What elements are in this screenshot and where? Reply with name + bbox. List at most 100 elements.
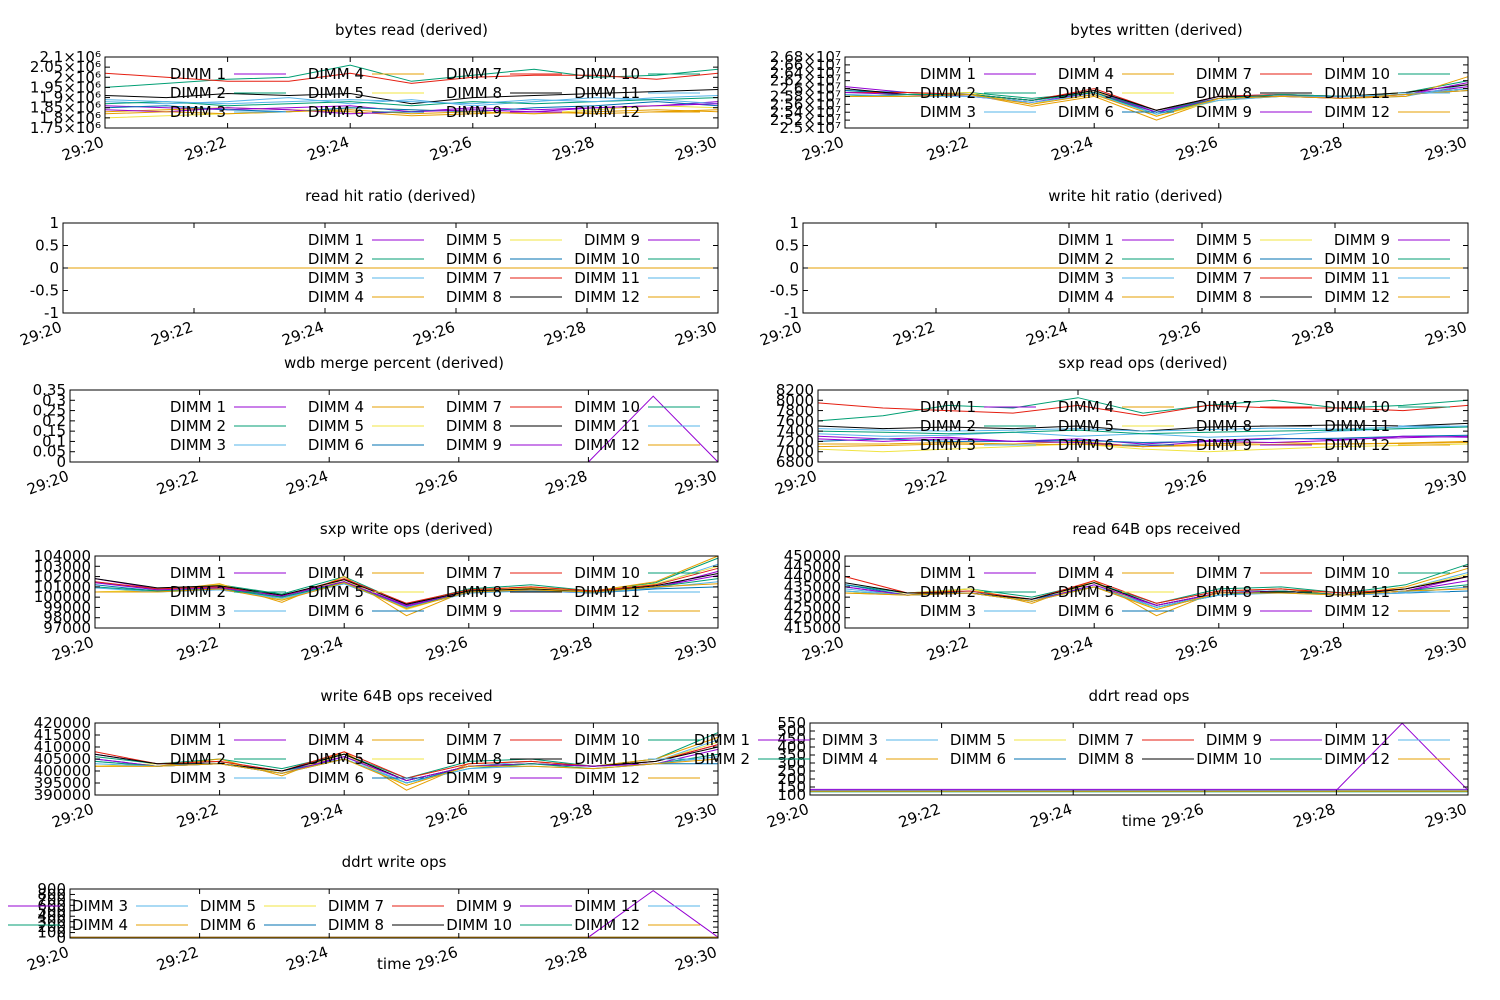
legend-label: DIMM 3 [170,436,226,454]
x-tick-label: 29:28 [542,318,589,350]
x-tick-label: 29:28 [1291,800,1338,832]
legend-label: DIMM 2 [1058,250,1114,268]
legend-label: DIMM 8 [1196,583,1252,601]
y-tick-label: 2.58×10⁷ [770,87,841,105]
x-tick-label: 29:22 [924,133,971,165]
series-line-dimm-7 [817,402,1469,417]
x-tick-label: 29:24 [299,800,346,832]
legend-label: DIMM 4 [308,65,364,83]
x-tick-label: 29:28 [1298,133,1345,165]
y-tick-label: 0 [56,929,66,947]
y-tick-label: 445000 [784,557,841,575]
legend-label: DIMM 4 [1058,564,1114,582]
chart-panel-3: read hit ratio (derived)-1-0.500.5129:20… [18,187,720,350]
y-tick-label: 300 [37,913,66,931]
x-tick-label: 29:30 [673,633,720,665]
series-line-dimm-7 [104,72,719,84]
plot-frame [104,56,719,129]
plot-frame [69,888,719,939]
y-tick-label: 900 [37,880,66,898]
y-tick-label: 395000 [34,774,91,792]
x-tick-label: 29:30 [673,318,720,350]
legend-label: DIMM 4 [308,288,364,306]
legend-label: DIMM 11 [1324,269,1390,287]
x-tick-label: 29:30 [673,800,720,832]
legend-label: DIMM 11 [1324,84,1390,102]
y-tick-label: 2.52×10⁷ [770,111,841,129]
x-tick-label: 29:22 [896,800,943,832]
y-tick-label: 0.3 [42,391,66,409]
x-tick-label: 29:30 [673,467,720,499]
y-tick-label: 100 [777,786,806,804]
y-tick-label: -1 [44,304,59,322]
x-tick-label: 29:26 [1163,467,1210,499]
legend-label: DIMM 7 [446,731,502,749]
x-tick-label: 29:20 [50,633,97,665]
x-tick-label: 29:30 [1423,318,1470,350]
legend-label: DIMM 6 [1196,250,1252,268]
legend-label: DIMM 1 [170,731,226,749]
chart-panel-6: sxp read ops (derived)680070007200740076… [773,354,1470,499]
y-tick-label: 99000 [43,598,91,616]
series-line-dimm-10 [817,426,1469,435]
legend-label: DIMM 9 [1334,231,1390,249]
legend-label: DIMM 2 [920,417,976,435]
legend-label: DIMM 5 [308,84,364,102]
legend-label: DIMM 3 [920,436,976,454]
legend-label: DIMM 3 [920,602,976,620]
legend-label: DIMM 12 [574,769,640,787]
y-tick-label: 1 [789,214,799,232]
legend-label: DIMM 1 [170,564,226,582]
x-tick-label: 29:24 [280,318,327,350]
y-tick-label: 7000 [776,443,814,461]
y-tick-label: 0 [56,453,66,471]
y-tick-label: 102000 [34,568,91,586]
y-tick-label: 2.05×10⁶ [30,58,101,76]
y-tick-label: 8200 [776,381,814,399]
x-tick-label: 29:24 [1049,633,1096,665]
x-tick-label: 29:22 [891,318,938,350]
y-tick-label: 600 [37,896,66,914]
x-tick-label: 29:20 [25,943,72,975]
x-tick-label: 29:20 [25,467,72,499]
legend-label: DIMM 9 [1206,731,1262,749]
legend-label: DIMM 10 [574,731,640,749]
chart-panel-4: write hit ratio (derived)-1-0.500.5129:2… [758,187,1470,350]
legend-label: DIMM 5 [1058,84,1114,102]
legend-label: DIMM 2 [170,417,226,435]
legend-label: DIMM 5 [1196,231,1252,249]
legend-label: DIMM 8 [1078,750,1134,768]
plot-frame [817,389,1469,463]
x-tick-label: 29:30 [1423,633,1470,665]
legend-label: DIMM 8 [446,583,502,601]
y-tick-label: 150 [777,778,806,796]
series-line-dimm-12 [95,582,719,610]
legend-label: DIMM 7 [1196,65,1252,83]
x-tick-label: 29:26 [1159,800,1206,832]
y-tick-label: 0.05 [33,443,66,461]
legend-label: DIMM 5 [308,750,364,768]
x-tick-label: 29:26 [423,800,470,832]
legend-label: DIMM 8 [446,288,502,306]
chart-panel-11: ddrt write ops01002003004005006007008009… [8,853,719,975]
y-tick-label: 1.8×10⁶ [39,109,101,127]
series-line-dimm-5 [817,443,1469,453]
y-tick-label: 1 [49,214,59,232]
series-line-dimm-6 [104,101,719,113]
y-tick-label: 2.56×10⁷ [770,95,841,113]
legend-label: DIMM 5 [308,417,364,435]
legend-label: DIMM 4 [72,916,128,934]
legend-label: DIMM 3 [170,103,226,121]
legend-label: DIMM 4 [1058,288,1114,306]
chart-title: sxp read ops (derived) [1058,354,1227,372]
plot-frame [94,555,719,629]
legend-label: DIMM 7 [1196,398,1252,416]
y-tick-label: 0.1 [42,432,66,450]
y-tick-label: 2.62×10⁷ [770,72,841,90]
legend-label: DIMM 8 [328,916,384,934]
series-line-dimm-4 [95,736,719,791]
series-line-dimm-12 [95,758,719,786]
x-tick-label: 29:26 [411,318,458,350]
legend-label: DIMM 5 [200,897,256,915]
legend-label: DIMM 12 [574,288,640,306]
